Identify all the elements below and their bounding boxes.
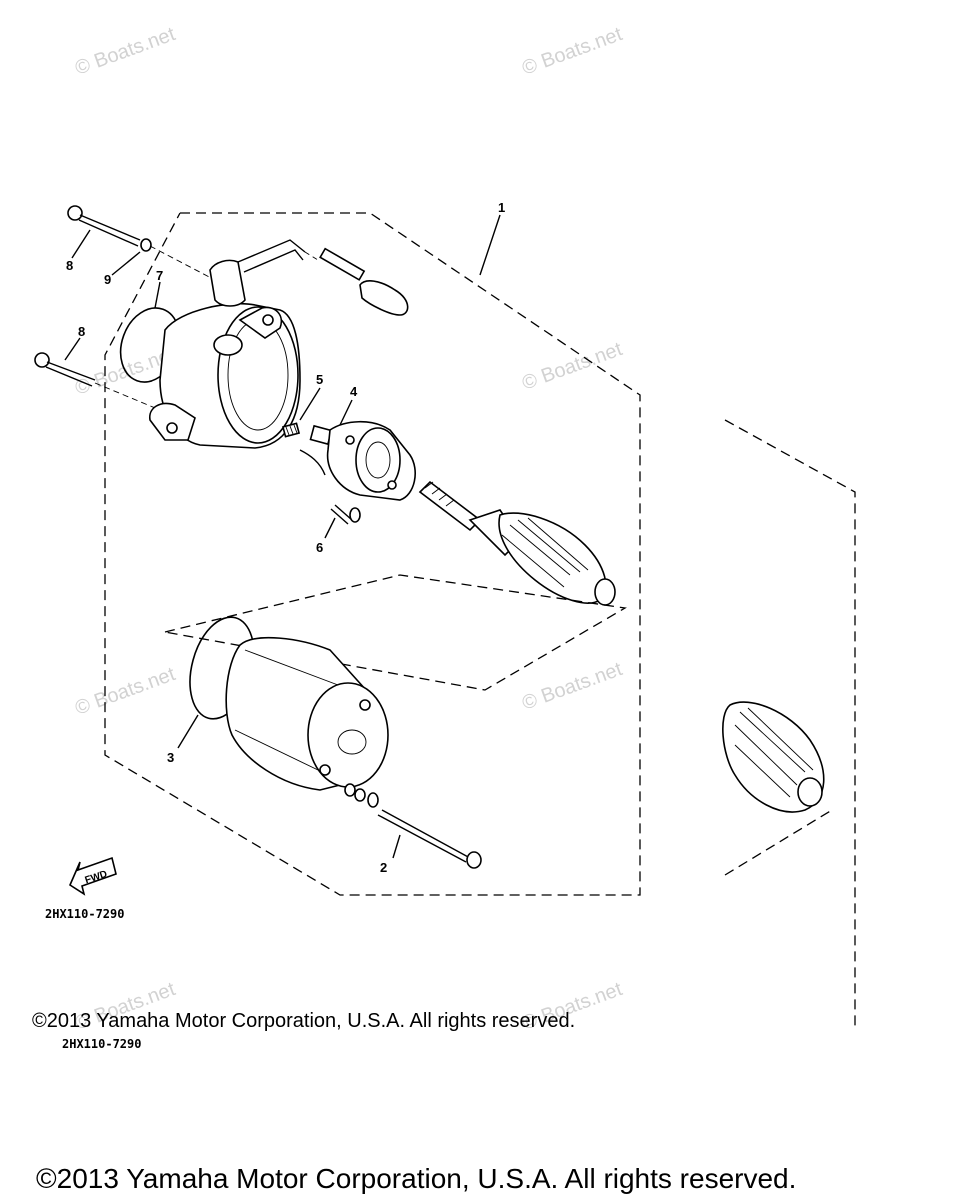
leader-4 [339,399,353,426]
leader-3 [177,714,199,749]
watermark: © Boats.net [72,663,178,720]
detail-armature [722,701,825,813]
callout-6: 6 [316,540,323,555]
callout-2: 2 [380,860,387,875]
watermark: © Boats.net [519,338,625,395]
detail-boundary [724,419,856,1030]
watermark: © Boats.net [519,23,625,80]
callout-4: 4 [350,384,358,399]
bolt-2 [344,783,482,869]
leader-9 [111,251,141,276]
copyright-small: ©2013 Yamaha Motor Corporation, U.S.A. A… [32,1010,575,1032]
watermark: © Boats.net [519,658,625,715]
copyright-large: ©2013 Yamaha Motor Corporation, U.S.A. A… [36,1163,796,1194]
leader-1 [479,214,501,276]
screw-6 [330,504,361,525]
callout-9: 9 [104,272,111,287]
armature-plane [164,574,627,691]
watermark: © Boats.net [72,23,178,80]
leader-6 [324,517,336,539]
diagram-code-inner: 2HX110-7290 [45,907,124,921]
callout-1: 1 [498,200,505,215]
detail-boundary-lower [724,809,833,876]
assembly-boundary [104,212,641,896]
brush-5 [281,422,301,438]
lead-wire [209,239,409,316]
callout-3: 3 [167,750,174,765]
brush-holder-4 [299,420,416,501]
callout-8-upper: 8 [66,258,73,273]
bolt-upper [67,205,216,281]
fwd-arrow: FWD [68,856,117,896]
yoke [225,636,389,791]
leader-8a [71,229,91,259]
diagram-code-lower: 2HX110-7290 [62,1037,141,1051]
leader-5 [299,387,321,421]
leader-8b [64,337,81,361]
bolt-lower [34,352,161,411]
callout-5: 5 [316,372,323,387]
leader-2 [392,834,401,859]
callout-7: 7 [156,268,163,283]
leader-7 [154,281,161,309]
front-housing [149,302,301,449]
armature [418,480,616,606]
callout-8-lower: 8 [78,324,85,339]
